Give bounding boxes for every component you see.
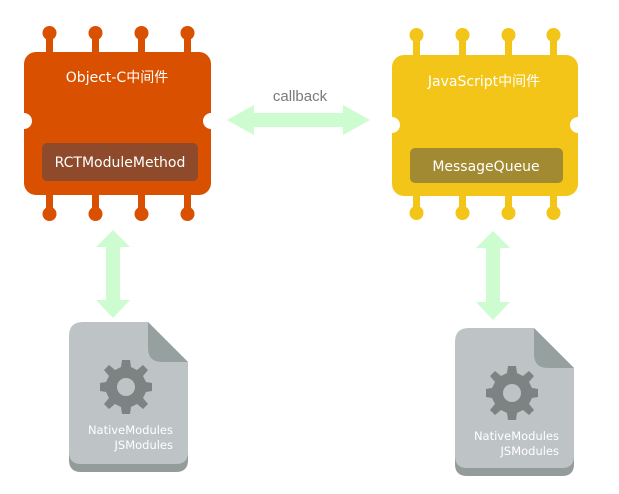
js-inner-label: MessageQueue	[432, 159, 539, 175]
js-chip-title: JavaScript中间件	[427, 74, 540, 90]
objc-chip: Object-C中间件 RCTModuleMethod	[16, 26, 219, 221]
js-chip-top-pins	[409, 28, 561, 57]
left-vertical-double-arrow	[96, 230, 130, 318]
gear-icon	[486, 366, 538, 420]
js-chip-bottom-pins	[409, 192, 561, 220]
js-chip: JavaScript中间件 MessageQueue	[384, 28, 586, 220]
objc-inner-label: RCTModuleMethod	[55, 155, 186, 171]
right-file-fold	[534, 328, 574, 368]
js-inner-box	[410, 148, 563, 183]
objc-chip-top-pins	[42, 26, 195, 55]
callback-label: callback	[273, 88, 328, 105]
right-vertical-double-arrow	[476, 231, 510, 320]
objc-chip-title: Object-C中间件	[66, 70, 168, 86]
js-chip-right-notch	[570, 117, 586, 133]
left-file-fold	[148, 322, 188, 362]
right-file-line2: JSModules	[500, 444, 560, 458]
right-module-file: NativeModules JSModules	[455, 328, 574, 476]
objc-chip-left-notch	[16, 113, 32, 129]
gear-icon	[100, 360, 152, 414]
left-module-file: NativeModules JSModules	[69, 322, 188, 472]
right-file-line1: NativeModules	[474, 429, 559, 443]
js-chip-left-notch	[384, 117, 400, 133]
callback-double-arrow	[227, 105, 370, 135]
left-file-line2: JSModules	[114, 438, 174, 452]
objc-chip-right-notch	[203, 113, 219, 129]
objc-chip-bottom-pins	[42, 192, 195, 221]
callback-connector: callback	[227, 88, 370, 135]
left-file-line1: NativeModules	[88, 423, 173, 437]
objc-inner-box	[42, 143, 198, 181]
